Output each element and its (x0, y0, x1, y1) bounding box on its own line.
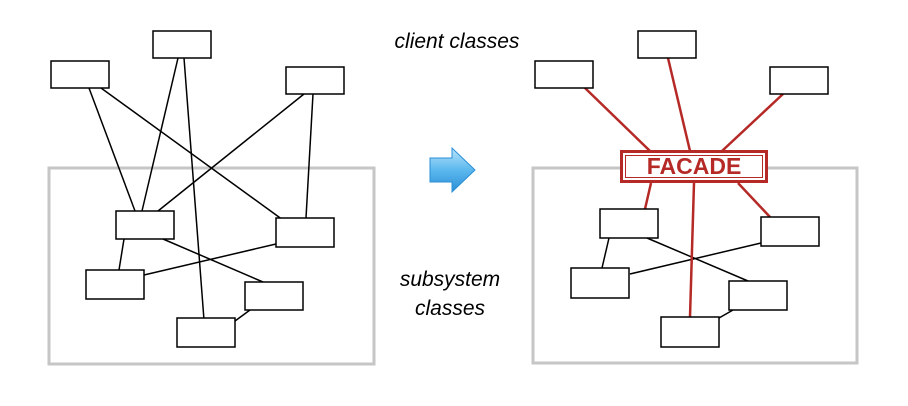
right-subsystem-box-3 (570, 267, 630, 299)
subsystem-classes-label: subsystem classes (380, 265, 520, 323)
right-client-box-1 (534, 60, 594, 89)
left-connections (88, 57, 314, 322)
left-client-box-3 (285, 66, 345, 95)
right-subsystem-box-1 (599, 208, 659, 239)
right-arrow-icon (429, 146, 476, 194)
right-subsystem-classes (570, 208, 820, 348)
subsystem-label-line-1: subsystem (399, 268, 501, 291)
left-subsystem-classes (85, 210, 335, 348)
left-subsystem-box-4 (244, 281, 304, 311)
left-client-box-2 (152, 30, 212, 59)
right-subsystem-box-2 (760, 216, 820, 247)
right-subsystem-box-4 (728, 280, 788, 311)
right-diagram (531, 30, 859, 365)
left-diagram (47, 30, 376, 366)
subsystem-label-line-2: classes (414, 297, 486, 320)
left-client-box-1 (50, 60, 110, 89)
right-client-box-3 (769, 66, 829, 95)
right-subsystem-connections (601, 237, 762, 319)
right-subsystem-box-5 (660, 316, 720, 348)
left-subsystem-box-5 (176, 317, 236, 348)
right-client-classes (534, 30, 829, 95)
left-client-classes (50, 30, 345, 95)
client-classes-label: client classes (394, 30, 520, 53)
facade-box: FACADE (620, 150, 768, 183)
left-subsystem-box-3 (85, 269, 145, 300)
facade-connections (584, 57, 784, 318)
left-subsystem-box-2 (275, 217, 335, 248)
left-subsystem-box-1 (115, 210, 175, 240)
right-client-box-2 (637, 30, 697, 59)
